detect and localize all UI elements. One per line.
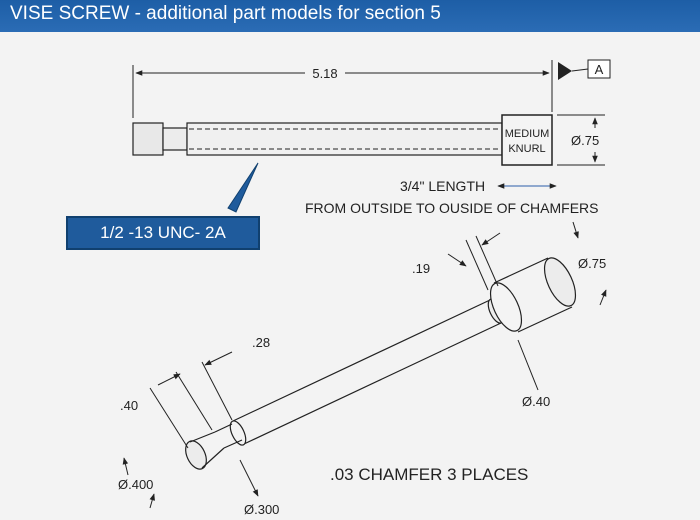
dim-28-label: .28 <box>252 335 270 350</box>
end-cap-edge-bottom <box>201 447 225 469</box>
iso-view <box>122 221 607 509</box>
thread-callout: 1/2 -13 UNC- 2A <box>66 216 260 250</box>
knurl-back-face <box>543 257 577 307</box>
dim-19-arrow-left <box>447 253 467 267</box>
dim-75-arrow-bottom <box>599 289 607 306</box>
knurl-head <box>501 114 553 166</box>
dim-28-line <box>204 351 233 366</box>
shaft-end-ellipse <box>229 420 247 446</box>
dim-40-len-ext-left <box>149 387 189 449</box>
threaded-shaft <box>186 122 503 156</box>
end-cap <box>132 122 164 156</box>
knurl-label-line1: MEDIUM <box>505 128 550 140</box>
knurl-front-face <box>489 282 523 332</box>
dim-19-arrow-right <box>481 232 501 246</box>
dim-19-label: .19 <box>412 261 430 276</box>
page-title: VISE SCREW - additional part models for … <box>10 3 441 24</box>
dim-400-arrow-top <box>122 457 129 476</box>
neck-edge-top <box>214 423 233 433</box>
dim-40-dia-leader <box>517 339 539 391</box>
dim-300-label: Ø.300 <box>244 502 279 517</box>
knurl-label-line2: KNURL <box>508 143 545 155</box>
datum-triangle <box>558 62 572 80</box>
callout-pointer <box>227 162 259 213</box>
dim-300-leader <box>239 459 259 497</box>
header-bar: VISE SCREW - additional part models for … <box>0 0 700 32</box>
chamfer-note: .03 CHAMFER 3 PLACES <box>330 465 528 484</box>
knurl-length-note: FROM OUTSIDE TO OUSIDE OF CHAMFERS <box>305 200 599 216</box>
dim-40-length-label: .40 <box>120 398 138 413</box>
dim-75-label: Ø.75 <box>578 256 606 271</box>
neck <box>162 127 188 151</box>
datum-leader <box>571 68 589 72</box>
dim-400-arrow-bottom <box>149 493 155 509</box>
dim-40-len-line <box>157 373 181 386</box>
end-cap-edge-top <box>189 431 216 443</box>
datum-label: A <box>595 62 604 77</box>
dim-40-len-ext-right <box>175 371 213 431</box>
dim-40-dia-label: Ø.40 <box>522 394 550 409</box>
dim-400-label: Ø.400 <box>118 477 153 492</box>
dim-75-arrow-top <box>572 221 579 239</box>
dim-28-ext <box>201 361 233 421</box>
end-cap-face <box>185 440 207 470</box>
neck-edge-bottom <box>223 439 243 449</box>
knurl-edge-top <box>493 257 549 284</box>
shaft-edge-bottom <box>243 322 502 445</box>
shaft-edge-top <box>232 299 491 422</box>
overall-length-label: 5.18 <box>312 66 337 81</box>
top-view <box>132 59 611 213</box>
knurl-edge-bottom <box>517 306 573 333</box>
dim-19-ext-left <box>465 239 489 291</box>
knurl-length-label: 3/4" LENGTH <box>400 178 485 194</box>
dim-19-ext-right <box>475 235 499 287</box>
knurl-diameter-label: Ø.75 <box>571 133 599 148</box>
